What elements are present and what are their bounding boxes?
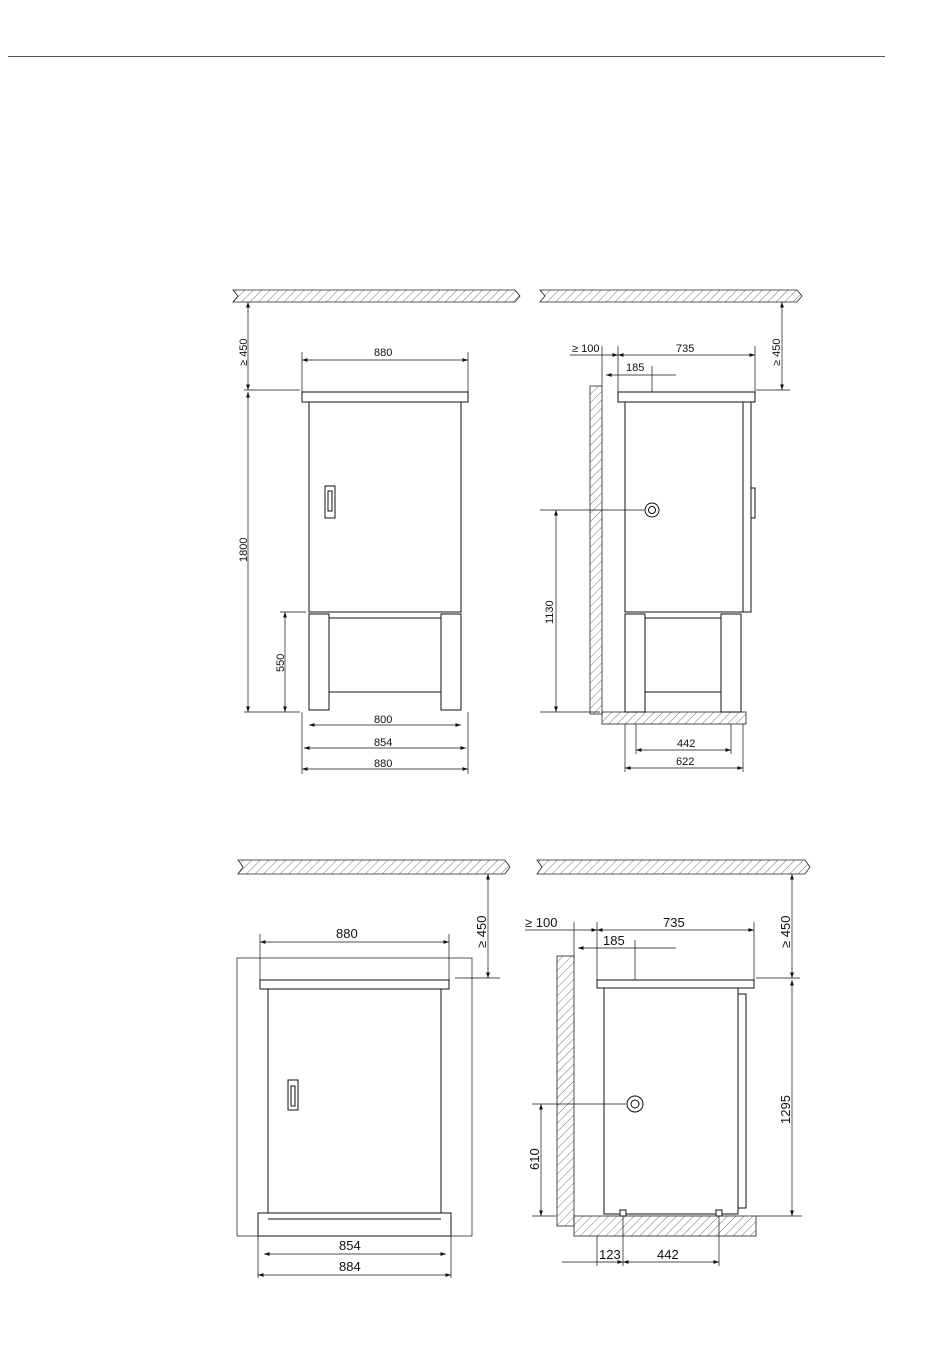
dim-clearance: ≥ 450 xyxy=(474,916,489,948)
dim-roof-width: 880 xyxy=(374,347,392,359)
cabinet-plinth xyxy=(258,1213,451,1236)
dim-mid-width: 854 xyxy=(374,737,392,749)
dim-foot-spacing: 442 xyxy=(657,1247,679,1262)
wall xyxy=(557,956,574,1226)
base-panel xyxy=(645,618,721,692)
foot-right xyxy=(716,1210,722,1216)
cabinet-roof xyxy=(260,980,449,989)
dim-wall-gap: ≥ 100 xyxy=(572,343,599,355)
foot-left xyxy=(620,1210,626,1216)
dim-height: 1295 xyxy=(778,1095,793,1124)
bottom-side-view: ≥ 100 735 185 ≥ 450 1295 610 123 442 xyxy=(525,860,810,1266)
dim-foot-spacing: 442 xyxy=(677,738,695,750)
dim-clearance: ≥ 450 xyxy=(771,339,783,366)
dim-wall-offset: 123 xyxy=(599,1247,621,1262)
ceiling-slab xyxy=(233,290,520,302)
cabinet-door-edge xyxy=(738,994,746,1208)
dim-height: 1800 xyxy=(238,538,250,562)
base-right-leg xyxy=(441,614,461,710)
dim-inner-width: 800 xyxy=(374,714,392,726)
cabinet-roof xyxy=(302,392,468,402)
dim-inlet-height: 610 xyxy=(527,1148,542,1170)
floor xyxy=(574,1216,756,1236)
floor xyxy=(602,712,746,724)
dim-base-width: 884 xyxy=(339,1259,361,1274)
wall xyxy=(590,386,602,714)
ceiling-slab xyxy=(537,860,810,874)
dim-mid-width: 854 xyxy=(339,1238,361,1253)
base-left-leg xyxy=(309,614,329,710)
base-left-leg xyxy=(625,614,645,712)
cabinet-roof xyxy=(618,392,755,402)
dim-base-depth: 622 xyxy=(676,756,694,768)
top-side-view: ≥ 100 735 185 ≥ 450 1130 442 622 xyxy=(540,290,802,772)
dim-outer-width: 880 xyxy=(374,758,392,770)
bottom-front-view: ≥ 450 880 854 884 xyxy=(237,860,510,1278)
cabinet-roof xyxy=(597,980,754,988)
ceiling-slab xyxy=(238,860,510,874)
dim-offset: 185 xyxy=(626,362,644,374)
dim-clearance: ≥ 450 xyxy=(238,339,250,366)
dim-inlet-height: 1130 xyxy=(544,600,556,624)
cabinet-door-edge xyxy=(743,402,751,612)
dim-wall-gap: ≥ 100 xyxy=(525,915,557,930)
base-right-leg xyxy=(721,614,741,712)
base-panel xyxy=(329,618,441,692)
dim-roof-width: 880 xyxy=(336,926,358,941)
dim-offset: 185 xyxy=(603,933,625,948)
dim-depth: 735 xyxy=(663,915,685,930)
cabinet-body xyxy=(604,988,738,1214)
top-front-view: ≥ 450 880 1800 550 800 854 880 xyxy=(233,290,520,774)
dim-base-height: 550 xyxy=(275,654,287,672)
cabinet-body xyxy=(625,402,743,612)
dim-depth: 735 xyxy=(676,343,694,355)
ceiling-slab xyxy=(540,290,802,302)
dim-clearance: ≥ 450 xyxy=(778,916,793,948)
